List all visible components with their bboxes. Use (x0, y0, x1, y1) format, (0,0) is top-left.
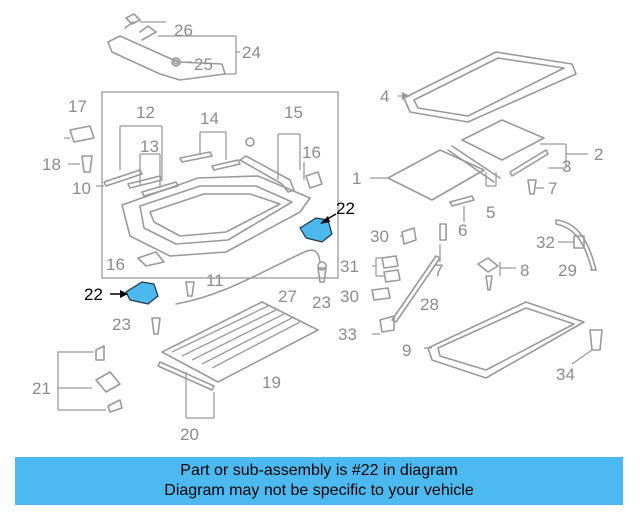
part-22-clip-upper (299, 217, 333, 243)
part-33-drain (379, 315, 395, 333)
part-34-plug (589, 329, 603, 351)
part-17-bracket (69, 125, 95, 143)
part-27-end (317, 261, 327, 271)
part-10-frame (121, 175, 311, 257)
callout-23-lower: 23 (112, 315, 131, 334)
callout-2: 2 (594, 145, 603, 164)
part-24-rail (107, 21, 240, 81)
part-12-guide (103, 169, 143, 187)
part-8-screw (485, 275, 493, 291)
part-7-bolt-upper (527, 179, 537, 195)
part-15-rail (239, 155, 295, 193)
callout-23-upper: 23 (312, 293, 331, 312)
part-16-clip-lower (137, 251, 165, 267)
callout-22-lower: 22 (84, 285, 103, 304)
part-3-strip (509, 149, 549, 177)
part-9-seal (427, 301, 585, 379)
part-11-screw-head (245, 137, 255, 147)
callout-30-lower: 30 (340, 287, 359, 306)
banner-line-1: Part or sub-assembly is #22 in diagram (180, 462, 458, 479)
callout-1: 1 (352, 169, 361, 188)
callout-17: 17 (68, 97, 87, 116)
callout-16-lower: 16 (106, 255, 125, 274)
part-25-screw (173, 59, 179, 65)
leader-arrow-4 (402, 92, 410, 100)
callout-7-upper: 7 (548, 179, 557, 198)
callout-26: 26 (174, 21, 193, 40)
part-23-bolt-lower (151, 317, 161, 335)
leader-20 (185, 372, 215, 419)
part-6-strip (449, 195, 475, 207)
part-22-arrow-upper (320, 216, 330, 224)
callout-13: 13 (140, 137, 159, 156)
callout-27: 27 (278, 287, 297, 306)
callout-4: 4 (380, 87, 389, 106)
callout-3: 3 (562, 157, 571, 176)
part-20-rail (157, 361, 215, 391)
callout-24: 24 (242, 43, 261, 62)
callout-21: 21 (32, 379, 51, 398)
callout-22-upper: 22 (336, 199, 355, 218)
part-31-clips (381, 255, 401, 283)
part-19-sunshade (161, 301, 319, 383)
callout-9: 9 (402, 341, 411, 360)
callout-30-upper: 30 (370, 227, 389, 246)
part-1-glass (387, 149, 485, 201)
part-30-clip-lower (371, 287, 391, 301)
part-16-clip-upper (305, 171, 323, 189)
leader-lines-right (370, 95, 596, 365)
callout-11: 11 (206, 271, 224, 290)
part-4-seal (403, 51, 577, 123)
info-banner: Part or sub-assembly is #22 in diagram D… (15, 457, 623, 505)
part-9-inner (437, 307, 575, 371)
callout-34: 34 (556, 365, 575, 384)
callout-6: 6 (458, 221, 467, 240)
callout-25: 25 (194, 55, 213, 74)
callout-12: 12 (136, 103, 155, 122)
callout-20: 20 (180, 425, 199, 444)
callout-31: 31 (340, 257, 359, 276)
callout-8: 8 (520, 261, 529, 280)
callout-15: 15 (284, 103, 303, 122)
callout-33: 33 (338, 325, 357, 344)
part-2-panel (461, 119, 545, 161)
part-22-arrow-lower (120, 290, 128, 298)
callout-5: 5 (486, 203, 495, 222)
callout-14: 14 (200, 109, 219, 128)
part-4-inner (413, 57, 565, 117)
part-21-hinge (57, 345, 123, 413)
callout-32: 32 (536, 233, 555, 252)
part-8-clip (477, 257, 499, 273)
callout-28: 28 (420, 295, 439, 314)
leader-lines-upper (64, 125, 305, 188)
part-32-clip (573, 235, 585, 249)
part-30-clip-upper (401, 227, 417, 245)
part-22-clip-lower (125, 281, 159, 305)
callout-29: 29 (558, 261, 577, 280)
sub-assembly-frame (101, 91, 339, 279)
part-23-bolt-upper (317, 267, 327, 283)
callout-19: 19 (262, 373, 281, 392)
parts-diagram: 26 24 25 17 12 14 15 13 16 18 10 16 11 2… (32, 13, 603, 444)
banner-line-2: Diagram may not be specific to your vehi… (164, 482, 474, 499)
callout-16-upper: 16 (302, 143, 321, 162)
part-7-bolt-lower (439, 223, 447, 241)
part-26-clips (125, 13, 157, 41)
part-12-guide-b (127, 175, 163, 189)
part-18-bolt (81, 155, 93, 173)
callout-7-lower: 7 (434, 261, 443, 280)
part-14-guide (179, 151, 241, 171)
part-13-guide (141, 181, 179, 197)
callout-18: 18 (42, 155, 61, 174)
callout-10: 10 (72, 179, 91, 198)
part-27-cable (175, 249, 321, 305)
part-11-screw (185, 281, 195, 297)
